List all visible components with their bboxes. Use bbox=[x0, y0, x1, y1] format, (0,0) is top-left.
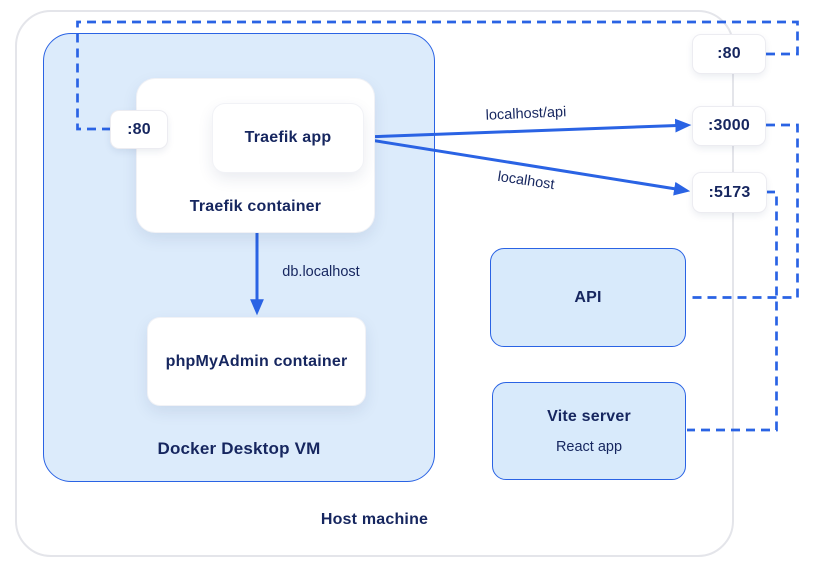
vite-server-label: Vite server bbox=[547, 407, 631, 425]
react-app-label: React app bbox=[555, 438, 623, 455]
traefik-app-box: Traefik app bbox=[213, 104, 363, 172]
host-machine-label: Host machine bbox=[320, 511, 429, 528]
api-label: API bbox=[574, 288, 602, 306]
port-badge-3000: :3000 bbox=[693, 107, 765, 145]
api-box: API bbox=[490, 248, 686, 347]
port-badge-host-80: :80 bbox=[693, 35, 765, 73]
traefik-container-label: Traefik container bbox=[189, 198, 322, 215]
port-badge-vm-80: :80 bbox=[111, 111, 167, 148]
route-label-db-localhost: db.localhost bbox=[282, 264, 360, 280]
phpmyadmin-label: phpMyAdmin container bbox=[165, 352, 348, 370]
port-badge-5173: :5173 bbox=[693, 173, 766, 212]
docker-vm-label: Docker Desktop VM bbox=[157, 439, 321, 458]
phpmyadmin-container-box: phpMyAdmin container bbox=[148, 318, 365, 405]
vite-server-box: Vite server React app bbox=[492, 382, 686, 480]
traefik-app-label: Traefik app bbox=[244, 129, 332, 146]
